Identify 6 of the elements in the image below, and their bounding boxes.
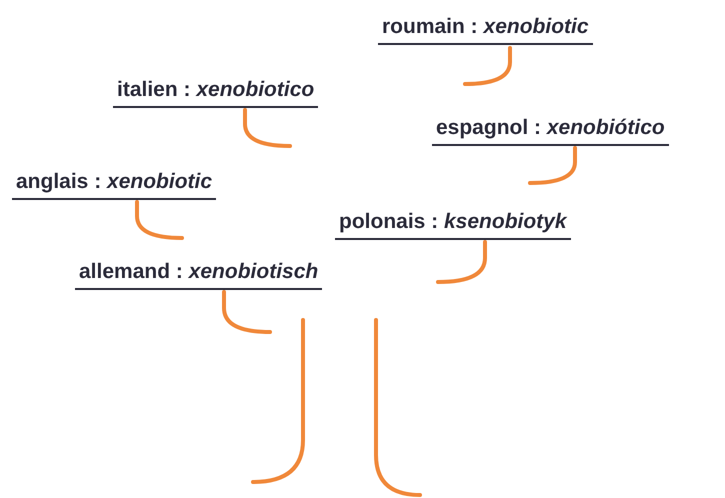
- term-translation: allemand : xenobiotisch: [75, 259, 322, 290]
- term-translation: anglais : xenobiotic: [12, 169, 216, 200]
- term-translation: italien : xenobiotico: [113, 77, 318, 108]
- term-translation: roumain : xenobiotic: [378, 14, 593, 45]
- term-translation: espagnol : xenobiótico: [432, 115, 669, 146]
- term-translation: polonais : ksenobiotyk: [335, 209, 571, 240]
